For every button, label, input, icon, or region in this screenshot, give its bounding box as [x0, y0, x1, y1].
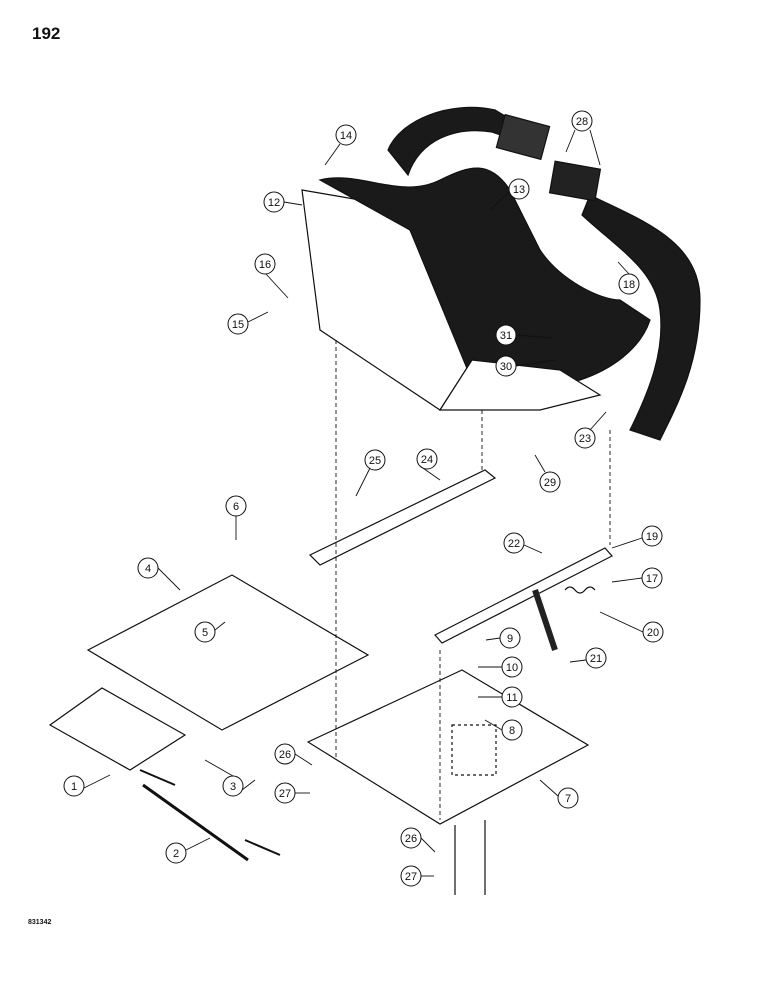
svg-text:8: 8 — [509, 725, 515, 737]
callout-1: 1 — [63, 775, 85, 797]
callout-27-lower: 27 — [400, 865, 422, 887]
svg-text:15: 15 — [232, 319, 244, 331]
svg-text:24: 24 — [421, 454, 433, 466]
svg-text:16: 16 — [259, 259, 271, 271]
svg-text:4: 4 — [145, 563, 151, 575]
svg-text:21: 21 — [590, 653, 602, 665]
hinge-pin — [142, 783, 249, 862]
callout-7: 7 — [557, 787, 579, 809]
svg-text:26: 26 — [279, 749, 291, 761]
spacer-cylinder — [451, 724, 497, 776]
right-base-plate — [306, 669, 590, 825]
callout-24: 24 — [416, 448, 438, 470]
callout-22: 22 — [503, 532, 525, 554]
seat-bottom-pan — [438, 359, 602, 411]
callout-3: 3 — [222, 775, 244, 797]
callout-9: 9 — [499, 627, 521, 649]
svg-text:6: 6 — [233, 501, 239, 513]
svg-text:17: 17 — [646, 573, 658, 585]
belt-buckle — [495, 113, 551, 161]
callout-19: 19 — [641, 525, 663, 547]
callout-11: 11 — [501, 686, 523, 708]
svg-text:20: 20 — [647, 627, 659, 639]
adjuster-spring — [564, 586, 596, 594]
svg-text:18: 18 — [623, 279, 635, 291]
adjuster-lever — [532, 589, 558, 651]
left-seat-rail — [308, 469, 497, 566]
svg-text:10: 10 — [506, 662, 518, 674]
callout-4: 4 — [137, 557, 159, 579]
svg-text:5: 5 — [202, 627, 208, 639]
callout-28: 28 — [571, 110, 593, 132]
page-number: 192 — [32, 24, 61, 43]
svg-text:12: 12 — [268, 197, 280, 209]
callout-15: 15 — [227, 313, 249, 335]
svg-text:27: 27 — [279, 788, 291, 800]
belt-latch-plate — [548, 160, 602, 202]
callout-27: 27 — [274, 782, 296, 804]
callout-group: 1 2 3 4 5 6 7 8 9 10 11 12 13 14 15 16 1… — [63, 110, 664, 887]
svg-text:22: 22 — [508, 538, 520, 550]
svg-text:31: 31 — [500, 330, 512, 342]
svg-text:26: 26 — [405, 833, 417, 845]
callout-25: 25 — [364, 449, 386, 471]
seat-belt-right-strap — [581, 194, 701, 441]
callout-31: 31 — [495, 324, 517, 346]
parts-drawing — [48, 106, 701, 895]
drawing-code: 831342 — [28, 919, 52, 926]
callout-13: 13 — [508, 178, 530, 200]
right-mount-post — [454, 820, 486, 895]
callout-29: 29 — [539, 471, 561, 493]
svg-text:28: 28 — [576, 116, 588, 128]
right-seat-rail — [434, 547, 613, 644]
svg-text:19: 19 — [646, 531, 658, 543]
svg-text:2: 2 — [173, 848, 179, 860]
svg-text:11: 11 — [506, 692, 517, 704]
callout-16: 16 — [254, 253, 276, 275]
callout-14: 14 — [335, 124, 357, 146]
svg-text:27: 27 — [405, 871, 417, 883]
seat-cushion — [318, 167, 651, 401]
callout-10: 10 — [501, 656, 523, 678]
callout-20: 20 — [642, 621, 664, 643]
callout-8: 8 — [501, 719, 523, 741]
left-base-plate — [86, 574, 370, 731]
svg-text:9: 9 — [507, 633, 513, 645]
callout-12: 12 — [263, 191, 285, 213]
svg-text:23: 23 — [579, 433, 591, 445]
roll-pins — [139, 769, 281, 856]
callout-6: 6 — [225, 495, 247, 517]
callout-leaders — [83, 129, 644, 877]
callout-5: 5 — [194, 621, 216, 643]
callout-26-lower: 26 — [400, 827, 422, 849]
callout-23: 23 — [574, 427, 596, 449]
callout-17: 17 — [641, 567, 663, 589]
svg-text:13: 13 — [513, 184, 525, 196]
svg-text:7: 7 — [565, 793, 571, 805]
callout-30: 30 — [495, 355, 517, 377]
left-hinge-plate — [48, 687, 187, 771]
callout-2: 2 — [165, 842, 187, 864]
callout-18: 18 — [618, 273, 640, 295]
svg-text:3: 3 — [230, 781, 236, 793]
svg-text:25: 25 — [369, 455, 381, 467]
callout-21: 21 — [585, 647, 607, 669]
svg-text:30: 30 — [500, 361, 512, 373]
svg-text:14: 14 — [340, 130, 352, 142]
callout-26: 26 — [274, 743, 296, 765]
svg-text:29: 29 — [544, 477, 556, 489]
svg-text:1: 1 — [71, 781, 77, 793]
leader-lines — [335, 340, 611, 820]
